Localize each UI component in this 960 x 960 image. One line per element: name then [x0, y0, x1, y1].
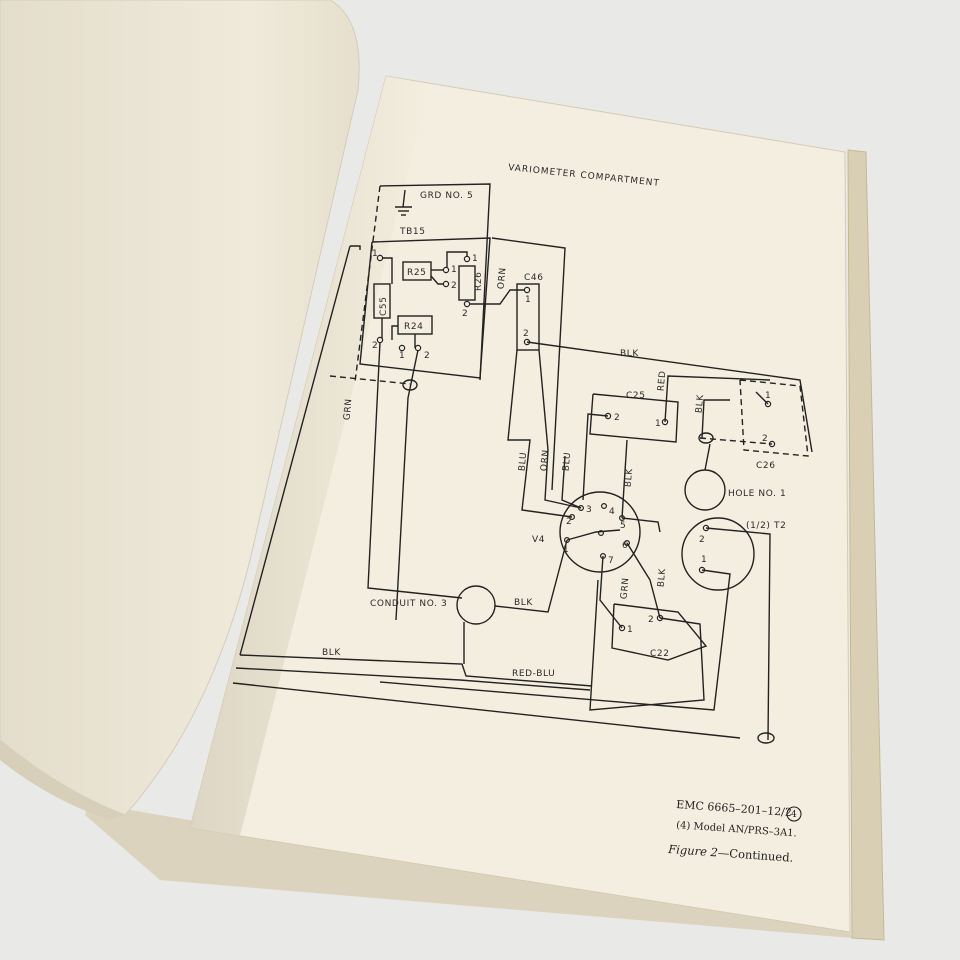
reference-badge-number: 4 [791, 810, 797, 820]
tb-num-1a: 1 [372, 249, 378, 259]
label-conduit: CONDUIT NO. 3 [370, 599, 447, 609]
reference-badge [786, 806, 802, 822]
tb-num-2b: 2 [462, 309, 468, 319]
label-r24: R24 [404, 322, 424, 332]
figure-italic: Figure 2 [667, 842, 719, 860]
wire-grn-c22: GRN [620, 577, 632, 600]
figure-rest: —Continued. [717, 845, 793, 864]
label-tb15: TB15 [399, 227, 426, 237]
v4-num-5: 5 [620, 521, 626, 531]
c26-num-1: 1 [765, 391, 771, 401]
left-page-edges [0, 740, 125, 820]
v4-num-7: 7 [608, 556, 614, 566]
wire-grn-left: GRN [343, 398, 355, 421]
v4-num-6: 6 [622, 541, 628, 551]
wire-orn-2: ORN [540, 449, 552, 472]
label-r25: R25 [407, 268, 427, 278]
tb-num-2d: 2 [424, 351, 430, 361]
resistor-r25 [402, 261, 432, 281]
wire-blu-2: BLU [562, 452, 574, 472]
v4-num-3: 3 [586, 505, 592, 515]
v4-num-1: 1 [563, 545, 569, 555]
wire-blk-top: BLK [620, 349, 639, 359]
label-c22: C22 [650, 649, 670, 659]
c26-num-2: 2 [762, 434, 768, 444]
c46-num-1: 1 [525, 295, 531, 305]
caption: EMC 6665–201–12/2 4 (4) Model AN/PRS–3A1… [667, 798, 802, 865]
tb-num-1b: 1 [451, 265, 457, 275]
wire-blk-conduit: BLK [514, 598, 533, 608]
figure-caption: Figure 2—Continued. [667, 842, 794, 865]
label-t2: (1/2) T2 [746, 521, 786, 531]
left-page [0, 0, 360, 816]
tb-num-1d: 1 [399, 351, 405, 361]
label-grd: GRD NO. 5 [420, 191, 473, 201]
c22-num-1: 1 [627, 625, 633, 635]
label-hole: HOLE NO. 1 [728, 489, 786, 499]
c46-num-2: 2 [523, 329, 529, 339]
transformer-t2 [681, 517, 755, 591]
v4-num-4: 4 [609, 507, 615, 517]
conduit-no-3 [456, 585, 496, 625]
t2-num-2: 2 [699, 535, 705, 545]
wire-orn-1: ORN [497, 267, 509, 290]
resistor-r26 [458, 265, 476, 301]
wire-blk-c22: BLK [657, 567, 669, 587]
wire-red: RED [657, 370, 669, 391]
wire-blk-v4: BLK [624, 467, 636, 487]
label-c55: C55 [379, 296, 389, 316]
capacitor-c46 [516, 283, 540, 351]
tb-num-2a: 2 [451, 281, 457, 291]
label-c26: C26 [756, 461, 776, 471]
wire-red-blu: RED-BLU [512, 669, 555, 679]
wire-blk-c26: BLK [695, 393, 707, 413]
label-r26: R26 [474, 271, 484, 291]
c22-num-2: 2 [648, 615, 654, 625]
label-c25: C25 [626, 391, 646, 401]
t2-num-1: 1 [701, 555, 707, 565]
c25-num-1: 1 [655, 419, 661, 429]
tube-socket-v4 [559, 491, 641, 573]
label-v4: V4 [532, 535, 545, 545]
tb-num-1c: 1 [472, 254, 478, 264]
wire-blk-bottom: BLK [322, 648, 341, 658]
wire-blu-1: BLU [518, 452, 530, 472]
v4-num-2: 2 [566, 517, 572, 527]
cover-edge [847, 149, 885, 941]
label-c46: C46 [524, 273, 544, 283]
c25-num-2: 2 [614, 413, 620, 423]
tb-num-2c: 2 [372, 341, 378, 351]
